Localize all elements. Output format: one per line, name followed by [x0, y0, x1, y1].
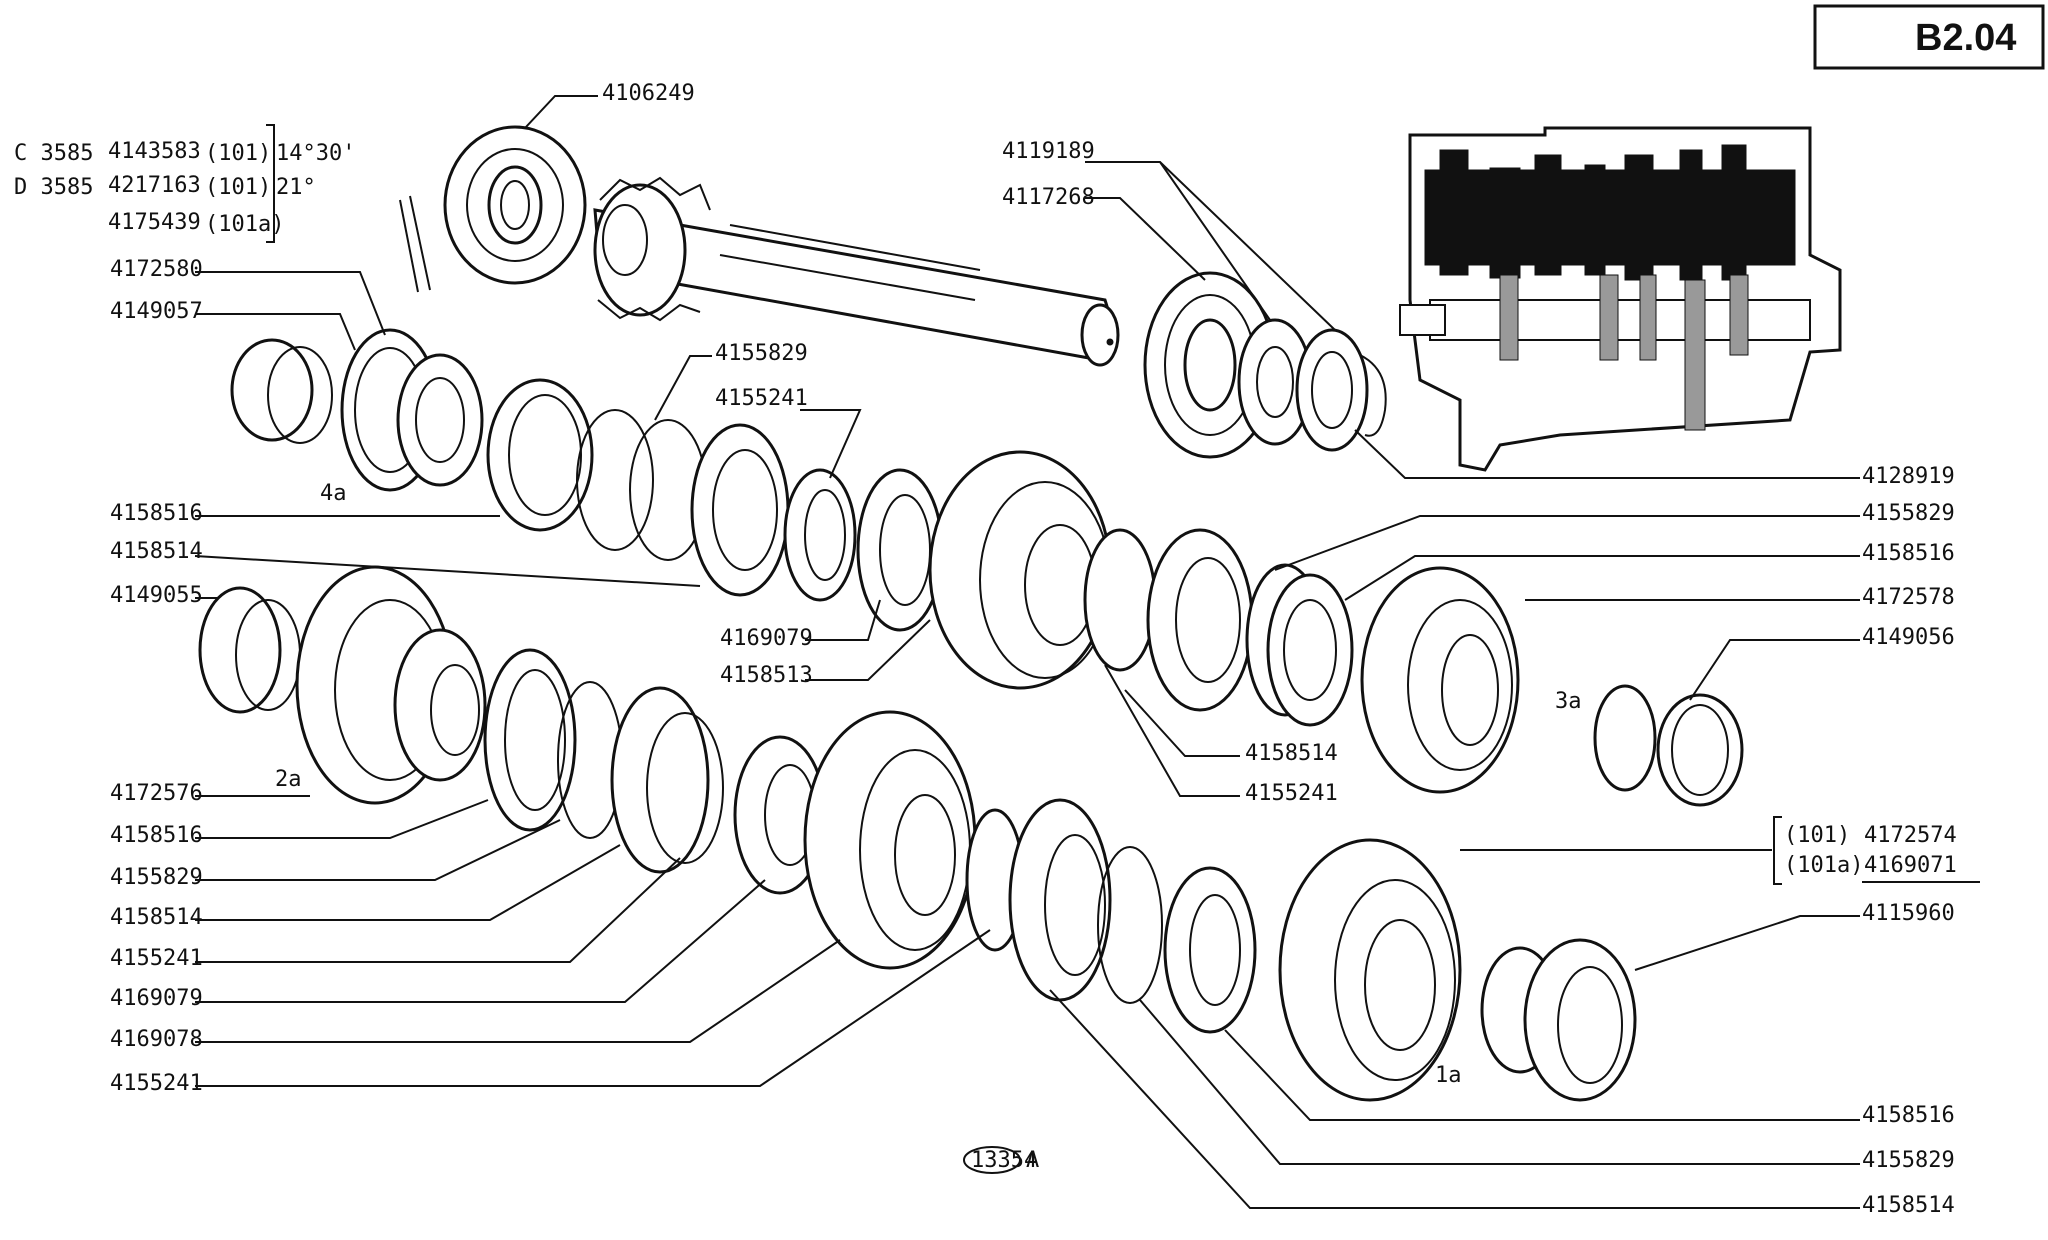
figure-suffix: A	[1026, 1148, 1039, 1173]
callout-left-3: 4155829	[715, 341, 808, 366]
alt-part-1: 4172574	[1864, 823, 1957, 848]
callout-right-11: 4158514	[1862, 1193, 1955, 1218]
variant-note-2: 21°	[276, 175, 316, 200]
callout-left-17: 4155241	[110, 1071, 203, 1096]
callout-4117268: 4117268	[1002, 185, 1095, 210]
callout-right-8: 4115960	[1862, 901, 1955, 926]
callout-left-10: 4172576	[110, 781, 203, 806]
variant-prefix-2: D 3585	[14, 175, 93, 200]
figure-number-text: 13354	[971, 1148, 1037, 1173]
gearbox-section-view	[1399, 126, 1842, 472]
variant-part-2: 4217163	[108, 173, 201, 198]
callout-left-5: 4158516	[110, 501, 203, 526]
variant-part-1: 4143583	[108, 139, 201, 164]
callout-right-5: 4149056	[1862, 625, 1955, 650]
callout-left-12: 4155829	[110, 865, 203, 890]
gear-3a-assembly	[1360, 566, 1744, 807]
callout-4106249: 4106249	[602, 81, 695, 106]
gear-label-2a: 2a	[275, 767, 302, 792]
alt-code-1: (101)	[1784, 823, 1850, 848]
gear-label-3a: 3a	[1555, 689, 1582, 714]
variant-note-1: 14°30'	[276, 141, 355, 166]
gear-label-1a: 1a	[1435, 1063, 1462, 1088]
callout-right-9: 4158516	[1862, 1103, 1955, 1128]
callout-left-7: 4149055	[110, 583, 203, 608]
page-code-box: B2.04	[1813, 4, 2045, 70]
page-code: B2.04	[1915, 17, 2016, 59]
callout-left-6: 4158514	[110, 539, 203, 564]
callout-right-1: 4128919	[1862, 464, 1955, 489]
callout-right-2: 4155829	[1862, 501, 1955, 526]
callout-right-7: 4155241	[1245, 781, 1338, 806]
output-bearing-assembly	[1143, 271, 1387, 459]
alt-part-2: 4169071	[1864, 853, 1957, 878]
figure-number: 13354 A	[963, 1146, 1039, 1174]
alt-bracket	[1773, 816, 1782, 885]
row-1st-gear	[803, 710, 1637, 1102]
top-callouts: 4106249 4119189 4117268	[524, 81, 1336, 331]
gear-3a	[1360, 566, 1520, 794]
variant-prefix-1: C 3585	[14, 141, 93, 166]
callout-left-13: 4158514	[110, 905, 203, 930]
variant-table: C 3585 4143583 (101) 14°30' D 3585 42171…	[14, 124, 355, 243]
callout-left-4: 4155241	[715, 386, 808, 411]
callout-left-1: 4172580	[110, 257, 203, 282]
row-4th-gear	[230, 328, 944, 632]
callout-right-6: 4158514	[1245, 741, 1338, 766]
gear-1a	[1278, 838, 1462, 1102]
right-callouts: 4128919 4155829 4158516 4172578 4149056 …	[1049, 429, 1955, 1218]
callout-left-9: 4158513	[720, 663, 813, 688]
callout-right-3: 4158516	[1862, 541, 1955, 566]
alt-code-2: (101a)	[1784, 853, 1863, 878]
left-callouts: 4172580 4149057 4155829 4155241 4158516 …	[110, 257, 991, 1096]
variant-bracket	[266, 124, 275, 243]
callout-left-8: 4169079	[720, 626, 813, 651]
variant-code-2: (101)	[205, 175, 271, 200]
row-2nd-gear	[198, 565, 827, 895]
callout-left-11: 4158516	[110, 823, 203, 848]
gear-label-4a: 4a	[320, 481, 347, 506]
input-pinion	[593, 183, 687, 317]
variant-code-1: (101)	[205, 141, 271, 166]
center-synchro-sleeve	[928, 450, 1354, 727]
callout-left-15: 4169079	[110, 986, 203, 1011]
callout-left-14: 4155241	[110, 946, 203, 971]
alt-table: (101) 4172574 (101a) 4169071	[1773, 816, 1980, 885]
callout-right-4: 4172578	[1862, 585, 1955, 610]
variant-code-3: (101a)	[205, 212, 284, 237]
callout-left-16: 4169078	[110, 1027, 203, 1052]
input-shaft-assembly	[399, 125, 1120, 367]
callout-4119189: 4119189	[1002, 139, 1095, 164]
callout-right-10: 4155829	[1862, 1148, 1955, 1173]
callout-left-2: 4149057	[110, 299, 203, 324]
variant-part-3: 4175439	[108, 210, 201, 235]
